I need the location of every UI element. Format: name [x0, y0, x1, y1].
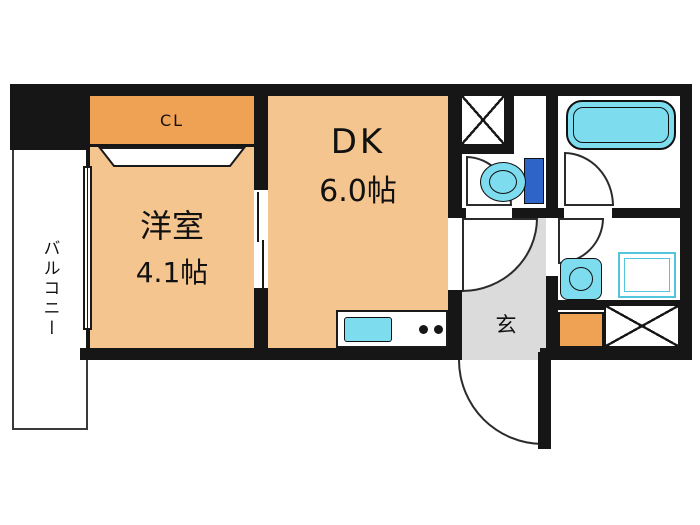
washing-machine-pan-icon	[618, 252, 676, 298]
bathtub-inner-rim	[573, 107, 669, 143]
window-center-line	[86, 168, 89, 328]
wall-thin-closet-bottom	[90, 144, 254, 147]
dk-size: 6.0帖	[319, 174, 397, 209]
kitchen-sink-icon	[344, 317, 392, 342]
western-room-size: 4.1帖	[135, 256, 209, 289]
entrance-door-leaf	[538, 352, 551, 449]
wall-toilet-hall-right	[512, 208, 560, 218]
washing-machine-pan-inner	[624, 258, 670, 292]
wall-top-left-block	[10, 84, 90, 150]
closet-folding-door-icon	[97, 147, 247, 167]
wall-bottom-left	[80, 348, 462, 360]
toilet-bowl-inner	[489, 170, 517, 194]
stove-burners-icon	[419, 325, 428, 334]
balcony-label: バルコニー	[39, 239, 60, 339]
sliding-door-line-upper	[257, 192, 259, 242]
wall-bottom-right	[540, 348, 692, 360]
wall-top	[10, 84, 692, 96]
wall-room-divider-bottom	[254, 288, 268, 360]
balcony: バルコニー	[12, 148, 88, 430]
wall-toilet-hall-left	[448, 208, 466, 218]
dk-label: DK 6.0帖	[268, 116, 448, 216]
closet	[90, 96, 254, 146]
dk-name: DK	[330, 122, 386, 162]
washbasin-bowl	[569, 267, 593, 291]
wall-right	[680, 84, 692, 360]
pipe-space-top-crossed-box-icon	[462, 96, 504, 144]
wall-bath-washroom-left	[546, 208, 564, 218]
wall-bath-left	[546, 84, 558, 218]
pipe-space-bottom-crossed-box-icon	[604, 304, 680, 348]
toilet-tank	[524, 158, 544, 204]
western-room-label: 洋室 4.1帖	[90, 196, 254, 296]
wall-bath-washroom-right	[612, 208, 692, 218]
wall-ps-bottom	[448, 144, 514, 154]
entrance-label: 玄	[495, 313, 517, 337]
dk-floor	[268, 96, 448, 348]
shoe-cabinet-block	[558, 312, 604, 348]
western-room-floor	[90, 146, 254, 348]
stove-burners-icon	[434, 325, 443, 334]
wall-ps-right	[504, 84, 514, 154]
sliding-door-line-lower	[262, 240, 264, 290]
wall-dk-right-bottom	[448, 290, 462, 360]
closet-label: CL	[159, 110, 185, 130]
bathtub-icon	[566, 100, 676, 150]
wall-room-divider-top	[254, 84, 268, 190]
window	[83, 166, 92, 330]
wall-washroom-left	[546, 276, 558, 360]
entrance-door-arc	[458, 360, 543, 445]
bath-door-arc	[564, 152, 614, 206]
western-room-name: 洋室	[139, 207, 204, 245]
